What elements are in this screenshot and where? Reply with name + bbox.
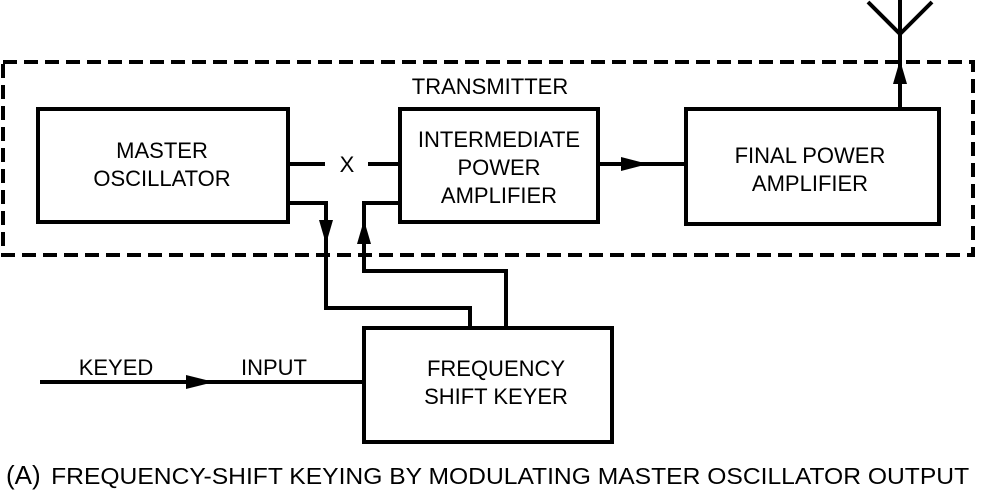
caption-text: FREQUENCY-SHIFT KEYING BY MODULATING MAS… <box>51 463 969 489</box>
break-mark: X <box>340 152 355 177</box>
fpa-to-antenna-arrow <box>893 60 907 84</box>
ipa-to-fpa-arrow <box>621 157 648 171</box>
master-oscillator-block: MASTER OSCILLATOR <box>36 107 290 224</box>
keyed-input-arrow <box>186 375 214 389</box>
frequency-shift-keyer-block: FREQUENCY SHIFT KEYER <box>362 326 614 444</box>
keyed-label: KEYED <box>79 355 154 380</box>
intermediate-amplifier-label-line3: AMPLIFIER <box>441 183 557 208</box>
mo-to-keyer-wire <box>288 201 472 328</box>
final-amplifier-label-line2: AMPLIFIER <box>752 171 868 196</box>
antenna-icon <box>866 0 934 36</box>
caption-prefix: (A) <box>6 460 41 490</box>
input-label: INPUT <box>241 355 307 380</box>
transmitter-label: TRANSMITTER <box>412 74 568 99</box>
keyer-to-ipa-arrow <box>357 220 371 244</box>
final-amplifier-label-line1: FINAL POWER <box>735 143 886 168</box>
intermediate-amplifier-label-line1: INTERMEDIATE <box>418 127 580 152</box>
master-oscillator-label-line1: MASTER <box>116 138 208 163</box>
mo-to-keyer-arrow <box>319 220 333 244</box>
final-power-amplifier-block: FINAL POWER AMPLIFIER <box>684 107 941 226</box>
keyer-to-ipa-wire <box>362 201 508 328</box>
intermediate-power-amplifier-block: INTERMEDIATE POWER AMPLIFIER <box>398 107 600 224</box>
frequency-shift-keyer-label-line2: SHIFT KEYER <box>424 384 568 409</box>
master-oscillator-label-line2: OSCILLATOR <box>93 166 230 191</box>
figure-caption: (A) FREQUENCY-SHIFT KEYING BY MODULATING… <box>6 460 969 490</box>
transmitter-boundary <box>1 60 975 257</box>
frequency-shift-keyer-label-line1: FREQUENCY <box>427 356 565 381</box>
intermediate-amplifier-label-line2: POWER <box>457 155 540 180</box>
